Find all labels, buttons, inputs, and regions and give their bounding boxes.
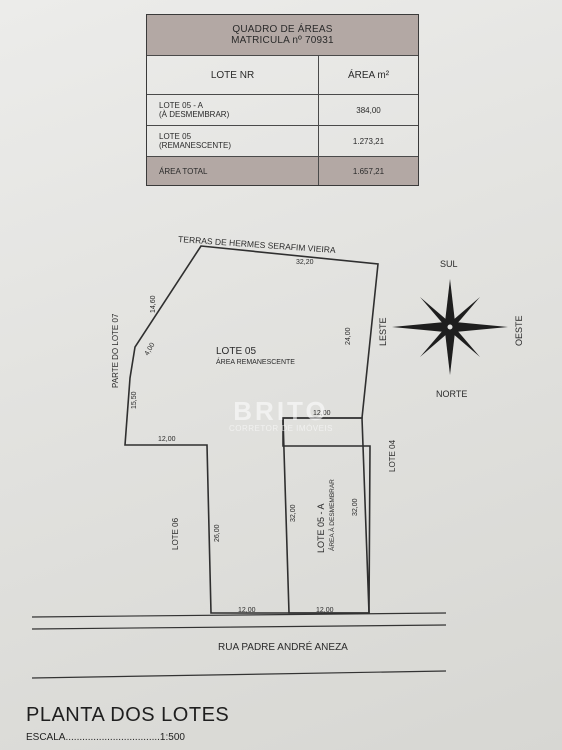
table-cell-lote: LOTE 05 (REMANESCENTE) bbox=[147, 126, 319, 156]
sub-lot-title: LOTE 05 - A bbox=[316, 503, 326, 553]
table-cell-area: 384,00 bbox=[356, 105, 381, 115]
street-line-bottom bbox=[31, 670, 447, 679]
watermark-subtitle: CORRETOR DE IMÓVEIS bbox=[228, 424, 334, 433]
lower-left-neighbor-label: LOTE 06 bbox=[171, 517, 180, 550]
right-neighbor-label: LOTE 04 bbox=[388, 439, 397, 472]
lote-note: (REMANESCENTE) bbox=[159, 141, 232, 150]
dim-left-c: 15,50 bbox=[131, 391, 138, 409]
watermark-brand: BRITO bbox=[233, 396, 329, 426]
main-lot-title: LOTE 05 bbox=[216, 346, 256, 357]
dim-left-a: 14,60 bbox=[150, 295, 157, 313]
compass-south-label: SUL bbox=[440, 259, 458, 269]
compass-rose-icon bbox=[392, 279, 508, 375]
dim-step-horizontal: 12,00 bbox=[158, 436, 176, 443]
area-table: QUADRO DE ÁREAS MATRICULA nº 70931 LOTE … bbox=[146, 14, 419, 186]
dim-bottom-right: 12,00 bbox=[316, 607, 334, 614]
lote-note: (À DESMEMBRAR) bbox=[159, 110, 230, 119]
lot-05a-outline bbox=[282, 417, 370, 614]
dim-right-upper: 24,00 bbox=[345, 327, 352, 345]
dim-left-b: 4,00 bbox=[144, 342, 157, 357]
table-row: LOTE 05 (REMANESCENTE) 1.273,21 bbox=[147, 125, 418, 156]
street-line-top bbox=[31, 612, 447, 618]
column-header-area: ÁREA m² bbox=[347, 69, 390, 81]
compass-east-label: LESTE bbox=[378, 317, 388, 346]
table-cell-area: 1.273,21 bbox=[352, 136, 385, 146]
dim-sub-top: 12,00 bbox=[313, 410, 331, 417]
street-name: RUA PADRE ANDRÉ ANEZA bbox=[218, 640, 348, 653]
dim-sub-right: 32,00 bbox=[352, 498, 359, 516]
table-cell-lote: LOTE 05 - A (À DESMEMBRAR) bbox=[147, 95, 319, 125]
compass-west-label: OESTE bbox=[514, 315, 524, 346]
table-title: QUADRO DE ÁREAS bbox=[232, 24, 333, 35]
lote-name: LOTE 05 - A bbox=[159, 101, 204, 110]
sub-lot-subtitle: ÁREA À DESMEMBRAR bbox=[327, 479, 336, 551]
table-column-headers: LOTE NR ÁREA m² bbox=[147, 55, 418, 94]
watermark-logo: BRITO CORRETOR DE IMÓVEIS bbox=[213, 398, 349, 433]
table-row: LOTE 05 - A (À DESMEMBRAR) 384,00 bbox=[147, 94, 418, 125]
compass-north-label: NORTE bbox=[436, 389, 467, 399]
dim-sub-left: 32,00 bbox=[290, 504, 297, 522]
main-lot-subtitle: ÁREA REMANESCENTE bbox=[216, 357, 295, 366]
dim-top: 32,20 bbox=[296, 259, 314, 266]
dim-bottom-left: 12,00 bbox=[238, 607, 256, 614]
total-value: 1.657,21 bbox=[352, 166, 385, 176]
total-label: ÁREA TOTAL bbox=[147, 157, 319, 185]
page-title: PLANTA DOS LOTES bbox=[26, 704, 230, 726]
lote-name: LOTE 05 bbox=[159, 132, 192, 141]
column-header-lote: LOTE NR bbox=[147, 56, 319, 94]
street-line-mid bbox=[31, 624, 447, 630]
table-subtitle: MATRICULA nº 70931 bbox=[231, 35, 334, 46]
scale-label: ESCALA..................................… bbox=[26, 732, 185, 743]
dim-left-lower: 26,00 bbox=[214, 524, 221, 542]
table-header: QUADRO DE ÁREAS MATRICULA nº 70931 bbox=[147, 15, 418, 55]
left-neighbor-label: PARTE DO LOTE 07 bbox=[111, 313, 120, 388]
table-total-row: ÁREA TOTAL 1.657,21 bbox=[147, 156, 418, 185]
